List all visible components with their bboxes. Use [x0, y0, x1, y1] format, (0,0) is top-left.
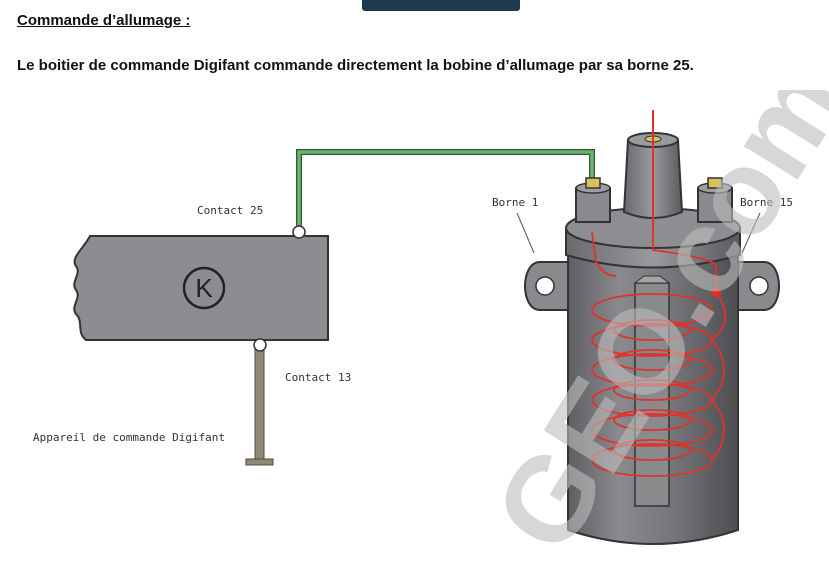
section-heading: Commande d’allumage : [17, 12, 191, 29]
contact-13-terminal [253, 338, 267, 352]
label-contact-25: Contact 25 [197, 204, 263, 217]
top-bar [362, 0, 520, 11]
label-control-unit: Appareil de commande Digifant [33, 431, 225, 444]
svg-text:K: K [195, 273, 213, 303]
contact-13-stem [254, 344, 265, 463]
label-contact-13: Contact 13 [285, 371, 351, 384]
coil-windings [591, 110, 726, 477]
k-symbol-icon: K [182, 266, 226, 310]
label-borne-1: Borne 1 [492, 196, 538, 209]
signal-wire [296, 149, 595, 230]
label-borne-15: Borne 15 [740, 196, 793, 209]
contact-25-terminal [292, 225, 306, 239]
section-description: Le boitier de commande Digifant commande… [17, 57, 694, 74]
ignition-diagram: K Contact 25 Contact 13 Appareil de comm… [33, 90, 829, 564]
